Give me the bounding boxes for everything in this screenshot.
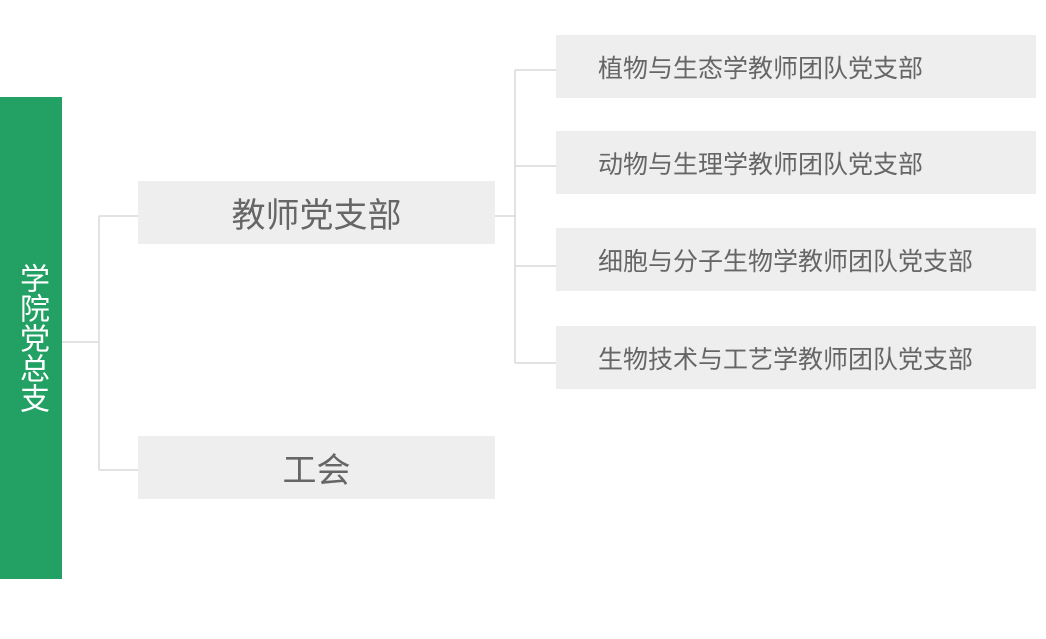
teacher-party-branch-node: 教师党支部 [138,181,495,244]
root-node-label: 学院党总支 [14,263,49,413]
union-node: 工会 [138,436,495,499]
root-node: 学院党总支 [0,97,62,579]
branch-label: 细胞与分子生物学教师团队党支部 [598,246,974,276]
teacher-party-branch-label: 教师党支部 [231,196,402,236]
branch-label: 植物与生态学教师团队党支部 [598,53,924,83]
union-label: 工会 [282,451,351,491]
branch-label: 动物与生理学教师团队党支部 [598,149,924,179]
branch-label: 生物技术与工艺学教师团队党支部 [598,344,974,374]
branch-node-animal-physiology: 动物与生理学教师团队党支部 [556,131,1036,194]
branch-node-biotech-process: 生物技术与工艺学教师团队党支部 [556,326,1036,389]
branch-node-plant-ecology: 植物与生态学教师团队党支部 [556,35,1036,98]
branch-node-cell-molecular: 细胞与分子生物学教师团队党支部 [556,228,1036,291]
